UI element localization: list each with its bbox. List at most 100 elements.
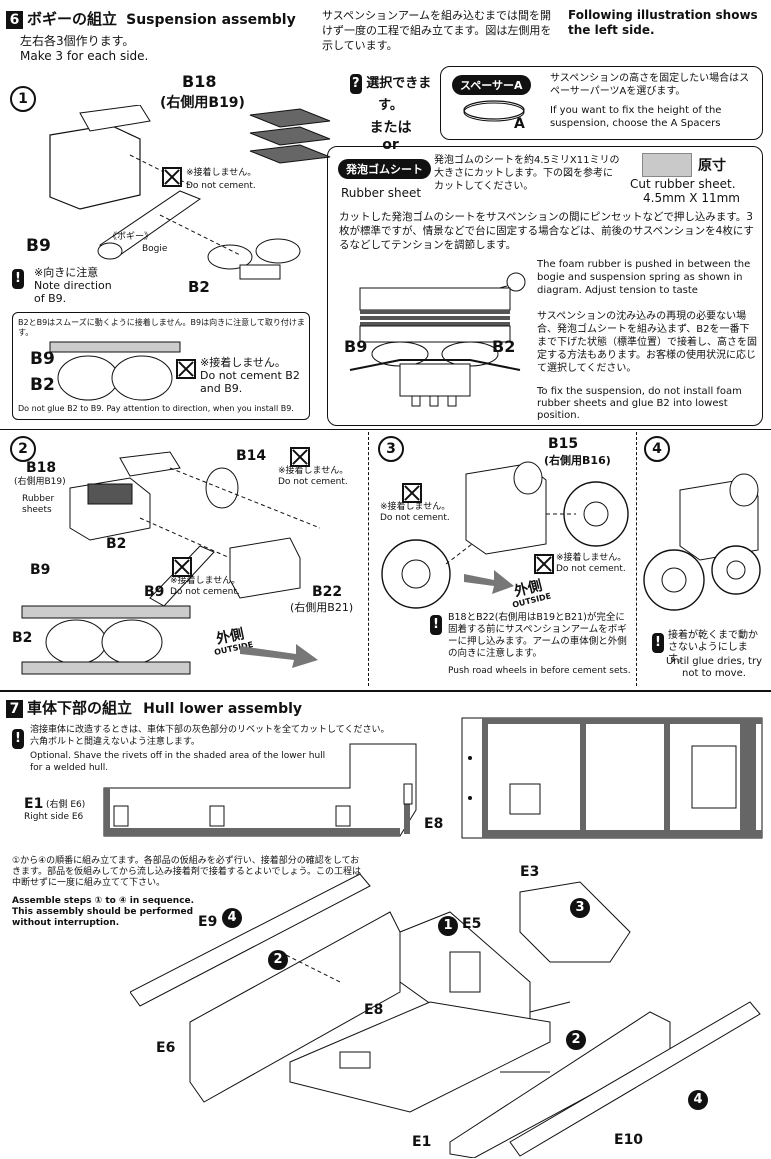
sub1-note: ※向きに注意 Note direction of B9. — [34, 266, 112, 305]
sub3-nocement-en-1: Do not cement. — [380, 513, 450, 523]
sub2-b9: B9 — [30, 562, 51, 578]
select-block: ? 選択できます。 または or — [343, 72, 438, 153]
sub3-outside-arrow — [464, 570, 514, 594]
divider-step6-step7 — [0, 690, 771, 692]
cut-en: Cut rubber sheet. — [630, 177, 736, 191]
spacer-label: スペーサーA — [452, 74, 531, 95]
section-b2-label: B2 — [492, 337, 516, 356]
seq-1: 1 — [438, 914, 458, 936]
hull-exploded-drawing — [130, 873, 761, 1158]
sub2-nocement-jp-2: ※接着しません。 — [170, 576, 241, 586]
sub1-b2: B2 — [188, 278, 210, 296]
sub1-b9: B9 — [26, 236, 51, 256]
cut-size: 4.5mm X 11mm — [643, 191, 740, 205]
sub2-drawing — [69, 451, 321, 607]
spacer-jp: サスペンションの高さを固定したい場合はスペーサーパーツAを選びます。 — [550, 73, 750, 97]
step6-number: 6 — [6, 11, 23, 29]
fix-en: To fix the suspension, do not install fo… — [537, 386, 742, 421]
sub3-note-en: Push road wheels in before cement sets. — [448, 666, 631, 676]
no-cement-icon — [162, 166, 182, 187]
sub2-b9-b: B9 — [144, 584, 165, 600]
question-icon: ? — [349, 73, 362, 94]
sub2-b21: (右側用B21) — [290, 601, 354, 614]
sub3-note-icon: ! — [430, 614, 442, 635]
sub3-nocement-jp-2: ※接着しません。 — [556, 553, 627, 563]
make-note-en: Make 3 for each side. — [20, 49, 149, 63]
e1-label: E1 — [24, 796, 44, 812]
inset-bottom: Do not glue B2 to B9. Pay attention to d… — [18, 404, 294, 413]
seq-jp: ①から④の順番に組み立てます。各部品の仮組みを必ず行い、接着部分の確認をしておき… — [12, 856, 362, 888]
inset-nocement-text: ※接着しません。 Do not cement B2 and B9. — [200, 356, 300, 395]
sub3-note-jp: B18とB22(右側用はB19とB21)が完全に固着する前にサスペンションアーム… — [448, 612, 627, 659]
inset-drawing — [49, 341, 181, 401]
sub2-b14: B14 — [236, 448, 267, 464]
spacer-part-letter: A — [514, 116, 525, 132]
sub1-number: 1 — [10, 86, 36, 112]
step7-number: 7 — [6, 700, 23, 718]
rubber-label-en: Rubber sheet — [341, 186, 422, 200]
sub1-nocement — [162, 166, 182, 187]
sub2-nocement-jp-1: ※接着しません。 — [278, 466, 349, 476]
rubber-cut-jp: 発泡ゴムのシートを約4.5ミリX11ミリの大きさにカットします。下の図を参考にカ… — [434, 155, 620, 192]
seq-2-a: 2 — [268, 948, 288, 970]
sub2-b22: B22 — [312, 584, 343, 600]
weld-icon: ! — [12, 728, 24, 749]
sub1-b18: B18 — [182, 72, 217, 91]
step7-title-jp: 車体下部の組立 — [27, 699, 133, 717]
e8-label: E8 — [424, 816, 444, 832]
tension-en: The foam rubber is pushed in between the… — [537, 259, 751, 296]
sub2-nocement-en-2: Do not cement. — [170, 587, 240, 597]
sub2-b2-inset: B2 — [12, 630, 33, 646]
sub2-number: 2 — [10, 436, 36, 462]
spacer-box — [440, 66, 763, 140]
seq-3: 3 — [570, 896, 590, 918]
e9-label: E9 — [198, 914, 218, 930]
e8-floor-drawing — [461, 717, 763, 839]
intro-en: Following illustration shows the left si… — [568, 8, 758, 37]
weld-en: Optional. Shave the rivets off in the sh… — [30, 751, 326, 773]
sub2-inset-drawing — [21, 605, 191, 675]
section-b9-label: B9 — [344, 337, 368, 356]
e10-label: E10 — [614, 1132, 644, 1148]
sub3-nocement-icon-2 — [534, 553, 554, 574]
fix-jp: サスペンションの沈み込みの再現の必要ない場合、発泡ゴムシートを組み込まず、B2を… — [537, 311, 757, 374]
seq-2-b: 2 — [566, 1028, 586, 1050]
e6-label: E6 — [156, 1040, 176, 1056]
sub4-number: 4 — [644, 436, 670, 462]
inset-top: B2とB9はスムーズに動くように接着しません。B9は向きに注意して取り付けます。 — [18, 318, 305, 337]
weld-jp: 溶接車体に改造するときは、車体下部の灰色部分のリベットを全てカットしてください。… — [30, 725, 390, 747]
sub2-b2: B2 — [106, 536, 127, 552]
e6-label-jp: (右側 E6) — [46, 800, 86, 810]
sub3-nocement-icon-1 — [402, 482, 422, 503]
sub2-b19: (右側用B19) — [14, 477, 66, 487]
e5-label: E5 — [462, 916, 482, 932]
spacer-part-drawing — [463, 100, 525, 122]
sub3-drawing — [381, 461, 629, 609]
spacer-en: If you want to fix the height of the sus… — [550, 105, 722, 129]
sub3-nocement-jp-1: ※接着しません。 — [380, 502, 451, 512]
e8-exploded-label: E8 — [364, 1002, 384, 1018]
seq-4-b: 4 — [688, 1088, 708, 1110]
inset-b9: B9 — [30, 349, 55, 369]
rubber-label: 発泡ゴムシート — [338, 158, 431, 179]
make-note: 左右各3個作ります。 Make 3 for each side. — [20, 34, 148, 64]
e1-exploded-label: E1 — [412, 1134, 432, 1150]
sub2-rubber: Rubber sheets — [22, 494, 55, 515]
make-note-jp: 左右各3個作ります。 — [20, 34, 135, 48]
sub4-note-jp: 接着が乾くまで動かさないようにします。 — [668, 630, 758, 665]
inset-b2: B2 — [30, 375, 55, 395]
sub2-outside-arrow — [240, 644, 318, 668]
sub3-b15: B15 — [548, 436, 579, 452]
inset-nocement — [176, 358, 196, 379]
sub2-b18: B18 — [26, 460, 57, 476]
suspension-section-drawing — [349, 272, 526, 407]
sub4-note-en: Until glue dries, try not to move. — [665, 656, 762, 679]
divider-sub3-sub4 — [636, 432, 637, 686]
sub4-drawing — [643, 473, 761, 611]
e6-label-en: Right side E6 — [24, 812, 84, 822]
sub3-number: 3 — [378, 436, 404, 462]
divider-sub2-sub3 — [368, 432, 369, 686]
select-jp: 選択できます。 — [366, 76, 432, 113]
